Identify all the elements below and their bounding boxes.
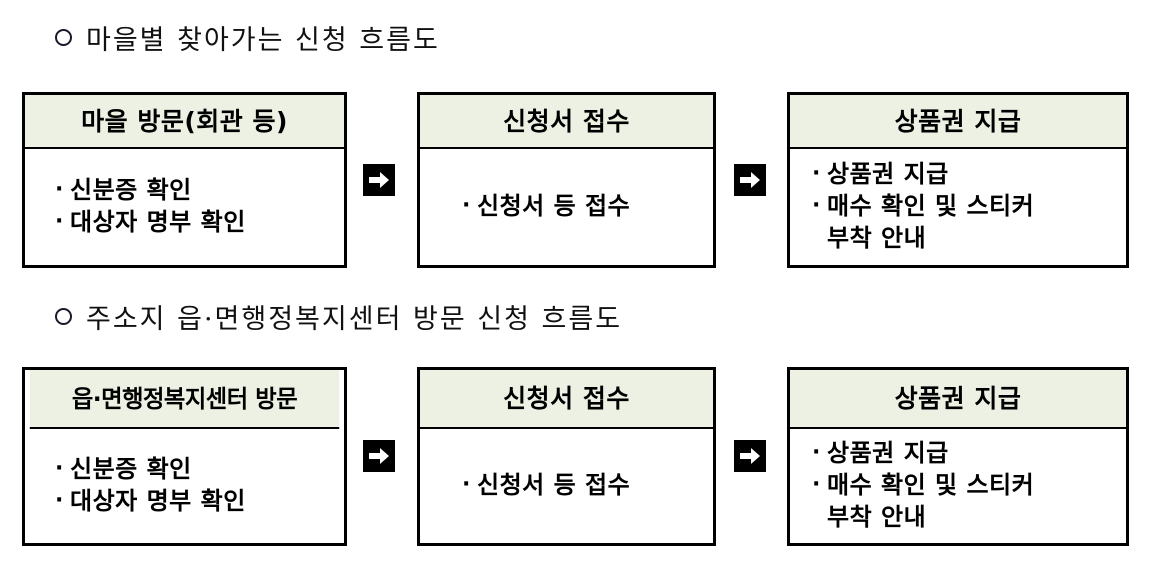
flow-step-header: 읍·면행정복지센터 방문: [29, 370, 340, 429]
flow-step-header: 신청서 접수: [420, 370, 713, 429]
body-line: · 상품권 지급: [812, 159, 1126, 191]
body-line: · 신청서 등 접수: [448, 470, 713, 502]
body-line: · 대상자 명부 확인: [55, 486, 344, 518]
body-line-text: 매수 확인 및 스티커: [827, 471, 1035, 500]
flow-step-body: · 상품권 지급 · 매수 확인 및 스티커 · 부착 안내: [790, 149, 1126, 265]
body-line-text: 부착 안내: [827, 502, 927, 531]
flow-step-header: 상품권 지급: [790, 95, 1126, 149]
flow-step-box-1-3: 상품권 지급 · 상품권 지급 · 매수 확인 및 스티커 · 부착 안내: [787, 92, 1129, 268]
flow-step-header: 마을 방문(회관 등): [25, 95, 344, 149]
body-line: · 신분증 확인: [55, 175, 344, 207]
body-line: · 신분증 확인: [55, 454, 344, 486]
body-line-text: 상품권 지급: [827, 160, 949, 189]
bullet-dot-placeholder: ·: [812, 223, 827, 252]
section-heading-2-text: 주소지 읍·면행정복지센터 방문 신청 흐름도: [86, 304, 623, 335]
body-line-continuation: · 부착 안내: [812, 223, 1126, 255]
flow-step-body: · 상품권 지급 · 매수 확인 및 스티커 · 부착 안내: [790, 429, 1126, 543]
flow-step-box-1-1: 마을 방문(회관 등) · 신분증 확인 · 대상자 명부 확인: [22, 92, 347, 268]
arrow-right-icon: [363, 440, 395, 472]
bullet-dot: ·: [812, 472, 821, 498]
body-line-text: 신분증 확인: [70, 176, 192, 205]
flow-step-body: · 신분증 확인 · 대상자 명부 확인: [25, 429, 344, 543]
bullet-dot-placeholder: ·: [812, 502, 827, 531]
section-heading-1-text: 마을별 찾아가는 신청 흐름도: [86, 25, 440, 56]
flow-step-header: 신청서 접수: [420, 95, 713, 149]
bullet-dot: ·: [462, 472, 471, 498]
body-line-text: 신분증 확인: [70, 455, 192, 484]
arrow-right-icon: [734, 440, 766, 472]
arrow-right-icon: [363, 164, 395, 196]
body-line-text: 신청서 등 접수: [477, 192, 631, 221]
bullet-dot: ·: [55, 209, 64, 234]
circle-bullet-icon: [55, 308, 72, 325]
flowchart-row-1: 마을 방문(회관 등) · 신분증 확인 · 대상자 명부 확인 신청서 접수 …: [0, 92, 1153, 268]
flow-step-header: 상품권 지급: [790, 370, 1126, 429]
section-heading-1: 마을별 찾아가는 신청 흐름도: [55, 18, 440, 57]
body-line: · 신청서 등 접수: [448, 191, 713, 223]
flow-step-body: · 신청서 등 접수: [420, 429, 713, 543]
body-line: · 매수 확인 및 스티커: [812, 470, 1126, 502]
bullet-dot: ·: [55, 456, 64, 482]
body-line: · 매수 확인 및 스티커: [812, 191, 1126, 223]
flow-step-box-1-2: 신청서 접수 · 신청서 등 접수: [417, 92, 716, 268]
flow-step-box-2-1: 읍·면행정복지센터 방문 · 신분증 확인 · 대상자 명부 확인: [22, 367, 347, 546]
body-line-text: 상품권 지급: [827, 439, 949, 468]
flow-step-box-2-3: 상품권 지급 · 상품권 지급 · 매수 확인 및 스티커 · 부착 안내: [787, 367, 1129, 546]
bullet-dot: ·: [55, 488, 64, 513]
flow-step-body: · 신청서 등 접수: [420, 149, 713, 265]
bullet-dot: ·: [812, 193, 821, 219]
bullet-dot: ·: [462, 193, 471, 219]
body-line-continuation: · 부착 안내: [812, 502, 1126, 534]
flowchart-row-2: 읍·면행정복지센터 방문 · 신분증 확인 · 대상자 명부 확인 신청서 접수…: [0, 367, 1153, 546]
section-heading-2: 주소지 읍·면행정복지센터 방문 신청 흐름도: [55, 297, 622, 336]
body-line-text: 대상자 명부 확인: [70, 487, 246, 515]
body-line-text: 신청서 등 접수: [477, 471, 631, 500]
circle-bullet-icon: [55, 29, 72, 46]
bullet-dot: ·: [55, 177, 64, 203]
body-line: · 대상자 명부 확인: [55, 207, 344, 239]
flow-step-box-2-2: 신청서 접수 · 신청서 등 접수: [417, 367, 716, 546]
body-line-text: 매수 확인 및 스티커: [827, 192, 1035, 221]
flow-step-body: · 신분증 확인 · 대상자 명부 확인: [25, 149, 344, 265]
bullet-dot: ·: [812, 161, 821, 187]
body-line-text: 부착 안내: [827, 223, 927, 252]
body-line: · 상품권 지급: [812, 438, 1126, 470]
bullet-dot: ·: [812, 440, 821, 466]
arrow-right-icon: [734, 164, 766, 196]
body-line-text: 대상자 명부 확인: [70, 208, 246, 236]
